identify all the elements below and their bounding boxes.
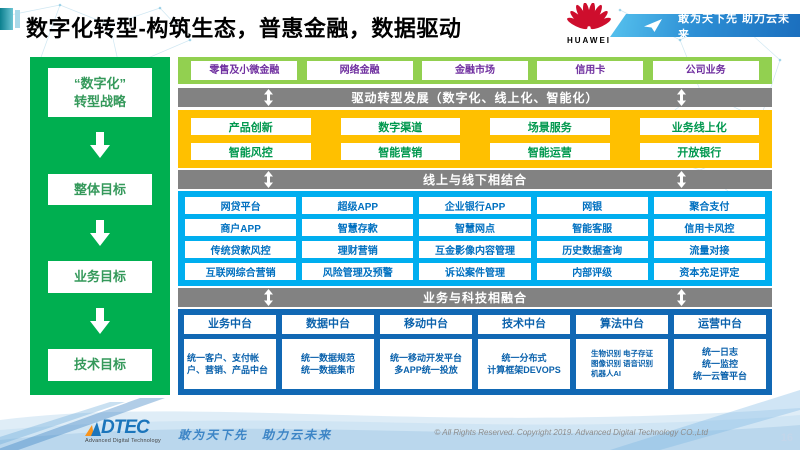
platform-title: 业务中台	[184, 315, 276, 334]
platform-band: 业务中台 统一客户、支付帐户、营销、产品中台 数据中台 统一数据规范 统一数据集…	[178, 309, 772, 395]
huawei-logo: HUAWEI	[563, 2, 615, 45]
sidebar-box-tech-goal: 技术目标	[48, 349, 152, 381]
app-box: 传统贷款风控	[185, 241, 297, 258]
capability-box: 产品创新	[191, 118, 311, 135]
architecture-diagram: 零售及小微金融 网络金融 金融市场 信用卡 公司业务 驱动转型发展（数字化、线上…	[178, 57, 772, 395]
strategy-sidebar: “数字化” 转型战略 整体目标 业务目标 技术目标	[30, 57, 170, 395]
capability-band: 产品创新 数字渠道 场景服务 业务线上化 智能风控 智能营销 智能运营 开放银行	[178, 110, 772, 168]
app-box: 风险管理及预警	[302, 263, 414, 280]
down-arrow-icon	[90, 132, 110, 159]
app-box: 互联网综合营销	[185, 263, 297, 280]
app-box: 诉讼案件管理	[419, 263, 531, 280]
double-arrow-icon	[677, 171, 686, 188]
capability-box: 业务线上化	[639, 118, 759, 135]
app-box: 信用卡风控	[653, 219, 765, 236]
adtec-wordmark: DTEC	[101, 417, 150, 438]
business-domain-band: 零售及小微金融 网络金融 金融市场 信用卡 公司业务	[178, 57, 772, 84]
application-band: 网贷平台 超级APP 企业银行APP 网银 聚合支付 商户APP 智慧存款 智慧…	[178, 191, 772, 286]
app-box: 聚合支付	[653, 197, 765, 214]
double-arrow-icon	[264, 171, 273, 188]
bar-label: 驱动转型发展（数字化、线上化、智能化）	[351, 91, 599, 105]
sidebar-box-business-goal: 业务目标	[48, 261, 152, 293]
down-arrow-icon	[90, 220, 110, 247]
domain-box: 公司业务	[652, 61, 759, 80]
bar-business-tech: 业务与科技相融合	[178, 288, 772, 307]
platform-content: 统一分布式 计算框架DEVOPS	[478, 339, 570, 389]
huawei-wordmark: HUAWEI	[567, 36, 611, 45]
app-box: 流量对接	[653, 241, 765, 258]
app-box: 网贷平台	[185, 197, 297, 214]
app-box: 智能客服	[536, 219, 648, 236]
page-title: 数字化转型-构筑生态，普惠金融，数据驱动	[26, 16, 462, 41]
domain-box: 网络金融	[306, 61, 413, 80]
app-box: 企业银行APP	[419, 197, 531, 214]
app-box: 历史数据查询	[536, 241, 648, 258]
platform-title: 运营中台	[674, 315, 766, 334]
slogan-ribbon: 敢为天下先 助力云未来	[610, 14, 800, 37]
platform-title: 数据中台	[282, 315, 374, 334]
app-box: 智慧网点	[419, 219, 531, 236]
capability-box: 场景服务	[490, 118, 610, 135]
adtec-logo: DTEC Advanced Digital Technology	[85, 418, 161, 444]
app-box: 理财营销	[302, 241, 414, 258]
capability-box: 智能营销	[340, 143, 460, 160]
huawei-flower-icon	[567, 2, 611, 30]
app-box: 网银	[536, 197, 648, 214]
app-box: 互金影像内容管理	[419, 241, 531, 258]
sidebar-box-strategy: “数字化” 转型战略	[48, 68, 152, 118]
double-arrow-icon	[264, 89, 273, 106]
capability-box: 智能运营	[490, 143, 610, 160]
app-box: 商户APP	[185, 219, 297, 236]
title-accent-bar-small	[15, 10, 20, 28]
domain-box: 金融市场	[421, 61, 528, 80]
down-arrow-icon	[90, 308, 110, 335]
domain-box: 零售及小微金融	[191, 61, 298, 80]
platform-column: 运营中台 统一日志 统一监控 统一云管平台	[674, 315, 766, 389]
platform-content: 统一移动开发平台 多APP统一投放	[380, 339, 472, 389]
platform-column: 数据中台 统一数据规范 统一数据集市	[282, 315, 374, 389]
platform-column: 技术中台 统一分布式 计算框架DEVOPS	[478, 315, 570, 389]
double-arrow-icon	[264, 289, 273, 306]
app-box: 内部评级	[536, 263, 648, 280]
copyright-text: © All Rights Reserved. Copyright 2019. A…	[434, 428, 708, 437]
paper-plane-icon	[644, 19, 662, 32]
sidebar-box-overall-goal: 整体目标	[48, 173, 152, 206]
adtec-subtitle: Advanced Digital Technology	[85, 438, 161, 444]
platform-title: 移动中台	[380, 315, 472, 334]
slogan-text: 敢为天下先 助力云未来	[678, 12, 791, 41]
platform-content: 生物识别 电子存证 图像识别 语音识别 机器人AI	[576, 339, 668, 389]
capability-box: 数字渠道	[340, 118, 460, 135]
app-box: 资本充足评定	[653, 263, 765, 280]
platform-title: 算法中台	[576, 315, 668, 334]
platform-column: 移动中台 统一移动开发平台 多APP统一投放	[380, 315, 472, 389]
title-accent-bar	[0, 8, 13, 30]
platform-content: 统一数据规范 统一数据集市	[282, 339, 374, 389]
platform-column: 业务中台 统一客户、支付帐户、营销、产品中台	[184, 315, 276, 389]
bar-label: 业务与科技相融合	[422, 291, 527, 305]
app-box: 智慧存款	[302, 219, 414, 236]
double-arrow-icon	[677, 89, 686, 106]
adtec-mark-icon	[85, 422, 101, 436]
app-box: 超级APP	[302, 197, 414, 214]
platform-column: 算法中台 生物识别 电子存证 图像识别 语音识别 机器人AI	[576, 315, 668, 389]
platform-content: 统一日志 统一监控 统一云管平台	[674, 339, 766, 389]
platform-content: 统一客户、支付帐户、营销、产品中台	[184, 339, 276, 389]
bar-online-offline: 线上与线下相结合	[178, 170, 772, 189]
capability-box: 智能风控	[191, 143, 311, 160]
platform-title: 技术中台	[478, 315, 570, 334]
capability-box: 开放银行	[639, 143, 759, 160]
double-arrow-icon	[677, 289, 686, 306]
footer-slogan: 敢为天下先 助力云未来	[178, 428, 333, 442]
page-number: 16	[780, 432, 793, 444]
bar-drive-transformation: 驱动转型发展（数字化、线上化、智能化）	[178, 88, 772, 107]
domain-box: 信用卡	[537, 61, 644, 80]
bar-label: 线上与线下相结合	[422, 173, 527, 187]
